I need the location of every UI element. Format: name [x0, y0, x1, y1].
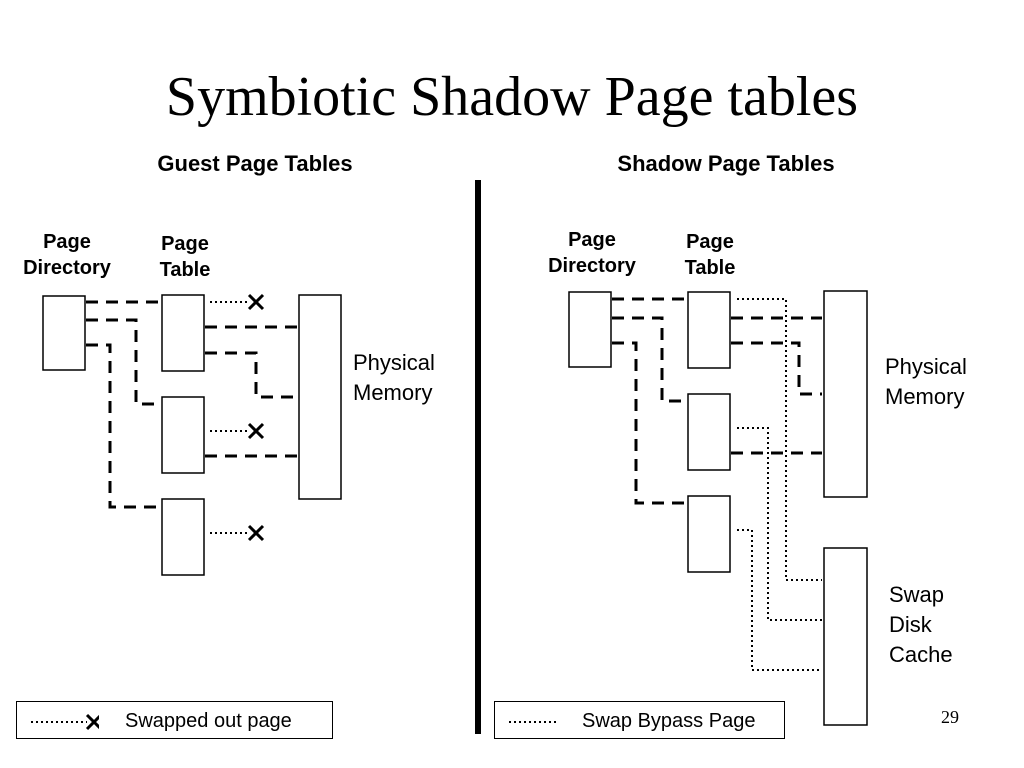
shadow-table-2-swap-bypass-link — [737, 427, 822, 621]
legend-swapped-out-label: Swapped out page — [125, 710, 292, 732]
guest-table-1-to-memory-link-b — [205, 351, 297, 399]
shadow-page-tables-heading: Shadow Page Tables — [617, 151, 835, 176]
swapped-out-x-icon — [247, 293, 265, 311]
guest-diagram — [42, 293, 342, 576]
guest-page-table-box-3 — [161, 498, 205, 576]
shadow-diagram — [568, 290, 868, 726]
swap-bypass-legend-icon — [509, 721, 557, 723]
swapped-out-legend-icon — [31, 713, 99, 731]
guest-page-table-box-2 — [161, 396, 205, 474]
guest-dir-to-table-2-link — [86, 318, 160, 406]
guest-page-directory-box — [42, 295, 86, 371]
shadow-page-table-box-1 — [687, 291, 731, 369]
guest-page-directory-label: Page Directory — [23, 231, 111, 279]
shadow-physical-memory-box — [823, 290, 868, 498]
shadow-dir-to-table-2-link — [612, 316, 686, 403]
swap-disk-cache-box — [823, 547, 868, 726]
shadow-table-3-swap-bypass-link — [737, 529, 822, 671]
slide-title: Symbiotic Shadow Page tables — [165, 66, 859, 128]
shadow-page-directory-label: Page Directory — [548, 229, 636, 277]
shadow-table-1-swap-bypass-link — [737, 298, 822, 581]
guest-page-table-label: Page Table — [159, 233, 211, 281]
swapped-out-x-icon — [247, 422, 265, 440]
shadow-dir-to-table-3-link — [612, 341, 686, 505]
swap-disk-cache-label: Swap Disk Cache — [889, 582, 953, 667]
guest-physical-memory-label: Physical Memory — [353, 350, 435, 405]
shadow-table-1-to-memory-link-b — [731, 341, 822, 396]
guest-physical-memory-box — [298, 294, 342, 500]
shadow-page-table-label: Page Table — [684, 231, 736, 279]
swapped-out-x-icon — [247, 524, 265, 542]
shadow-page-table-box-2 — [687, 393, 731, 471]
legend-swap-bypass: Swap Bypass Page — [494, 701, 785, 739]
guest-page-table-box-1 — [161, 294, 205, 372]
shadow-page-table-box-3 — [687, 495, 731, 573]
legend-swapped-out: Swapped out page — [16, 701, 333, 739]
shadow-physical-memory-label: Physical Memory — [885, 354, 967, 409]
legend-swap-bypass-label: Swap Bypass Page — [582, 710, 756, 732]
page-number: 29 — [941, 707, 959, 727]
guest-dir-to-table-3-link — [86, 343, 160, 509]
shadow-page-directory-box — [568, 291, 612, 368]
guest-page-tables-heading: Guest Page Tables — [157, 151, 353, 176]
